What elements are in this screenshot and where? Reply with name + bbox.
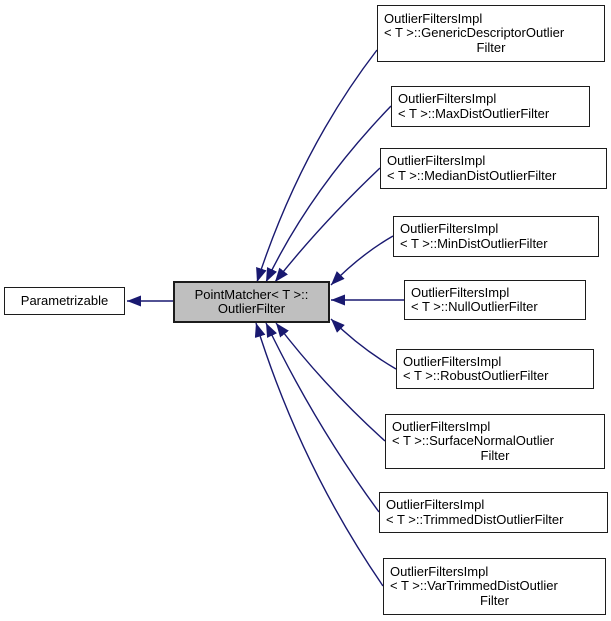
- node-label: OutlierFiltersImpl: [398, 91, 497, 106]
- node-genericdescriptoroutlierfilter[interactable]: OutlierFiltersImpl < T >::GenericDescrip…: [377, 5, 605, 62]
- node-label: < T >::SurfaceNormalOutlier: [392, 433, 555, 449]
- edge-mediandist-to-outlierfilter: [274, 167, 381, 283]
- node-label: OutlierFiltersImpl: [387, 153, 486, 168]
- node-label: OutlierFiltersImpl: [411, 284, 510, 300]
- edge-mindist-to-outlierfilter: [330, 235, 394, 286]
- node-parametrizable[interactable]: Parametrizable: [4, 287, 125, 315]
- node-label: Filter: [480, 592, 509, 608]
- node-label: OutlierFiltersImpl: [403, 353, 502, 369]
- node-label: < T >::RobustOutlierFilter: [403, 368, 549, 383]
- node-label: < T >::MinDistOutlierFilter: [400, 235, 548, 251]
- node-label: < T >::VarTrimmedDistOutlier: [390, 578, 558, 594]
- edge-genericdescriptor-to-outlierfilter: [256, 49, 378, 283]
- node-label: OutlierFiltersImpl: [384, 10, 483, 26]
- edge-robust-to-outlierfilter: [330, 318, 397, 370]
- node-pointmatcher-outlierfilter: PointMatcher< T >:: OutlierFilter: [173, 281, 330, 323]
- edge-surfacenormal-to-outlierfilter: [275, 322, 386, 442]
- node-label: Parametrizable: [20, 292, 109, 308]
- edge-trimmeddist-to-outlierfilter: [265, 322, 380, 513]
- node-label: OutlierFiltersImpl: [400, 221, 499, 236]
- node-label: < T >::NullOutlierFilter: [411, 299, 538, 314]
- node-surfacenormaloutlierfilter[interactable]: OutlierFiltersImpl < T >::SurfaceNormalO…: [385, 414, 605, 469]
- node-nulloutlierfilter[interactable]: OutlierFiltersImpl < T >::NullOutlierFil…: [404, 280, 586, 320]
- node-label: Filter: [476, 39, 506, 55]
- node-label: < T >::MaxDistOutlierFilter: [398, 105, 550, 121]
- node-vartrimmeddistoutlierfilter[interactable]: OutlierFiltersImpl < T >::VarTrimmedDist…: [383, 558, 606, 615]
- node-label: OutlierFiltersImpl: [390, 563, 489, 579]
- node-label: < T >::TrimmedDistOutlierFilter: [386, 511, 564, 527]
- node-label: PointMatcher< T >::: [194, 286, 309, 302]
- node-label: OutlierFilter: [217, 301, 286, 316]
- node-trimmeddistoutlierfilter[interactable]: OutlierFiltersImpl < T >::TrimmedDistOut…: [379, 492, 608, 533]
- node-label: OutlierFiltersImpl: [386, 497, 485, 512]
- edge-vartrimmeddist-to-outlierfilter: [254, 322, 384, 587]
- node-label: Filter: [480, 447, 510, 463]
- edge-maxdist-to-outlierfilter: [265, 105, 392, 283]
- node-maxdistoutlierfilter[interactable]: OutlierFiltersImpl < T >::MaxDistOutlier…: [391, 86, 590, 127]
- node-robustoutlierfilter[interactable]: OutlierFiltersImpl < T >::RobustOutlierF…: [396, 349, 594, 389]
- node-label: < T >::MedianDistOutlierFilter: [387, 167, 557, 183]
- node-label: OutlierFiltersImpl: [392, 418, 491, 434]
- node-mediandistoutlierfilter[interactable]: OutlierFiltersImpl < T >::MedianDistOutl…: [380, 148, 607, 189]
- node-mindistoutlierfilter[interactable]: OutlierFiltersImpl < T >::MinDistOutlier…: [393, 216, 599, 257]
- node-label: < T >::GenericDescriptorOutlier: [384, 25, 565, 41]
